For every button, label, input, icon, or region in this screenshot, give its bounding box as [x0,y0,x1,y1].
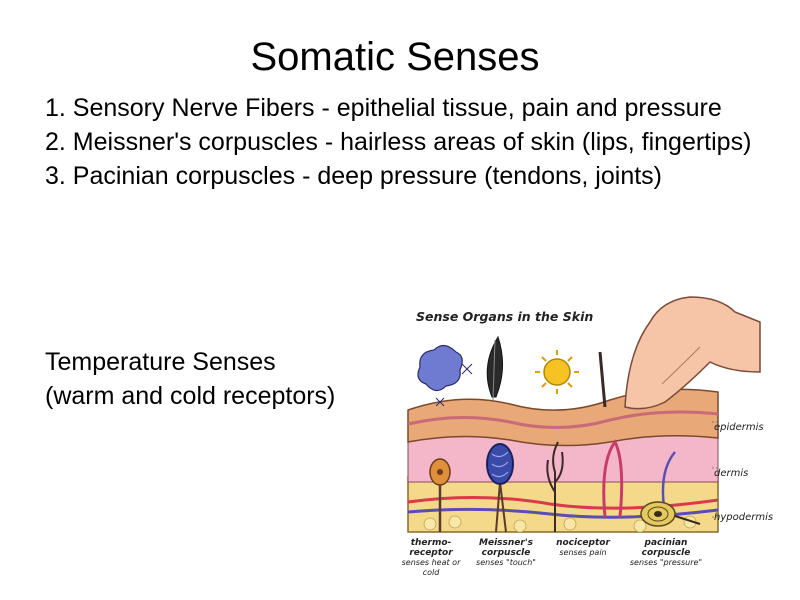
label-dermis: dermis [714,468,749,479]
fat-cells [423,515,697,533]
pacinian-nerve [674,515,701,525]
receptor-pacinian: pacinian corpuscle senses "pressure" [624,538,708,568]
finger-icon [624,296,761,410]
label-hypodermis: hypodermis [714,512,774,523]
receptor-name: nociceptor [556,538,610,548]
epidermis-stripe [407,410,719,430]
skin-sense-organs-illustration: Sense Organs in the Skin epidermis dermi… [400,292,780,582]
receptor-thermoreceptor: thermo-receptor senses heat or cold [400,538,462,578]
temperature-senses-subtext: (warm and cold receptors) [45,382,336,410]
receptor-name: pacinian corpuscle [641,538,691,558]
meissner-corpuscle-body [486,443,514,485]
bullet-item-meissner-corpuscles: 2. Meissner's corpuscles - hairless area… [45,128,752,156]
bullet-item-pacinian-corpuscles: 3. Pacinian corpuscles - deep pressure (… [45,162,662,190]
temperature-senses-heading: Temperature Senses [45,348,276,376]
receptor-desc: senses pain [559,548,607,557]
meissner-nerve [495,481,507,533]
pin-icon [598,351,607,408]
temperature-senses-text: Temperature Senses (warm and cold recept… [45,345,335,413]
receptor-name: Meissner's corpuscle [479,538,533,558]
cold-snowflake-icon [417,344,473,407]
receptor-desc: senses heat or cold [401,558,461,577]
slide-title: Somatic Senses [250,35,540,79]
nociceptor-nerve [546,441,564,532]
bullet-list: 1. Sensory Nerve Fibers - epithelial tis… [45,91,775,193]
receptor-meissner: Meissner's corpuscle senses "touch" [468,538,544,568]
receptor-desc: senses "touch" [476,558,536,567]
bullet-item-sensory-nerve-fibers: 1. Sensory Nerve Fibers - epithelial tis… [45,94,722,122]
receptor-nociceptor: nociceptor senses pain [550,538,616,558]
skin-cross-section-drawing [407,296,761,533]
receptor-desc: senses "pressure" [629,558,703,567]
figure-title: Sense Organs in the Skin [416,309,594,324]
capillary-loop [602,439,624,518]
label-epidermis: epidermis [714,422,764,433]
sun-icon [535,350,579,394]
receptor-name: thermo-receptor [409,538,453,558]
feather-icon [486,335,503,398]
